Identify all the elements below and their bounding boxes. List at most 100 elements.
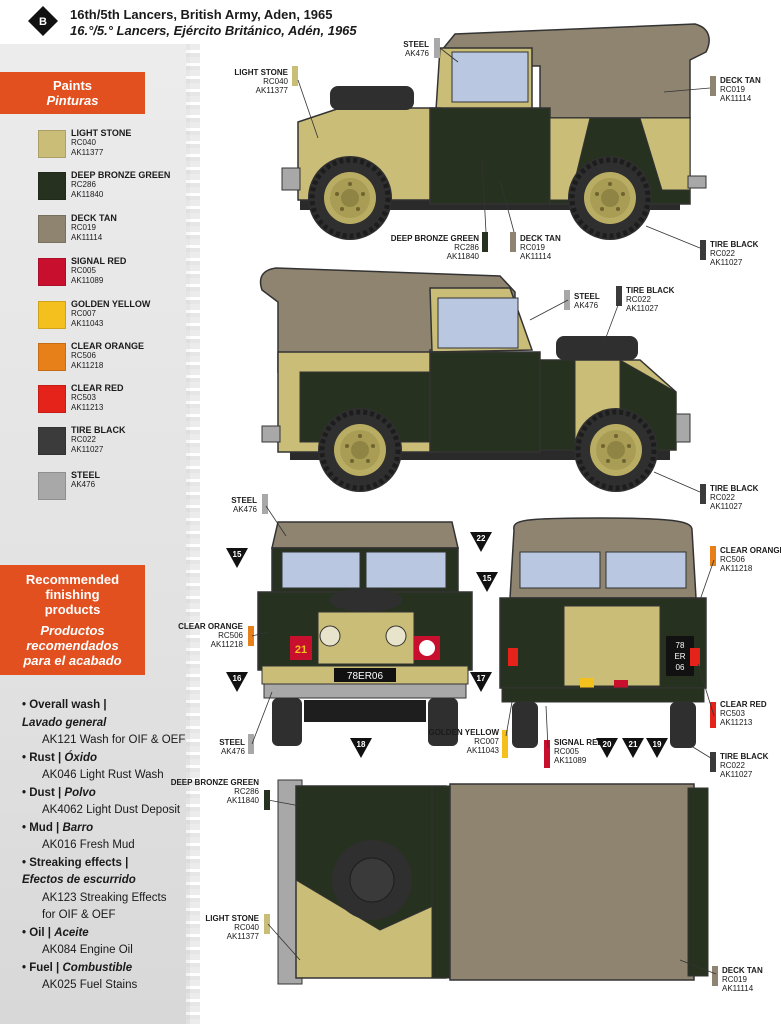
paint-name: CLEAR ORANGE (71, 341, 145, 351)
paint-name: TIRE BLACK (71, 425, 126, 435)
swatch-signal-red (544, 740, 550, 768)
top-view (277, 779, 709, 985)
finishing-category: • Oil | Aceite (22, 926, 89, 939)
decal-number: 15 (232, 550, 242, 559)
paint-swatch (38, 130, 66, 158)
paint-name: DECK TAN (71, 213, 117, 223)
paint-code-ak: AK11027 (71, 445, 104, 454)
side-view-right (259, 267, 691, 492)
finishing-product: AK025 Fuel Stains (42, 979, 138, 991)
rear-plate-3: 06 (676, 663, 685, 672)
paint-swatch (38, 472, 66, 500)
decal-number-marker: 16 (226, 672, 248, 692)
finishing-product: AK046 Light Rust Wash (42, 769, 164, 781)
decal-number: 18 (356, 740, 366, 749)
side-view-left (281, 23, 710, 240)
finishing-product: AK123 Streaking Effects (42, 891, 167, 904)
decal-number-marker: 17 (470, 672, 492, 692)
decal-number-marker: 20 (596, 738, 618, 758)
finishing-product: AK084 Engine Oil (42, 944, 133, 956)
paint-name: SIGNAL RED (71, 256, 127, 266)
paint-name: DEEP BRONZE GREEN (71, 170, 171, 180)
paint-code-rc: RC022 (71, 435, 96, 444)
swatch-light-stone-2 (264, 914, 270, 934)
paint-code-rc: RC019 (71, 223, 96, 232)
swatch-golden-yellow (502, 730, 508, 758)
paint-code-rc: RC286 (71, 180, 96, 189)
paint-name: STEEL (71, 470, 101, 480)
page-title: 16th/5th Lancers, British Army, Aden, 19… (70, 7, 333, 22)
rear-plate-2: ER (674, 652, 685, 661)
paint-swatch (38, 427, 66, 455)
decal-number-marker: 21 (622, 738, 644, 758)
paint-code-ak: AK11840 (71, 190, 104, 199)
paints-banner: Paints Pinturas (0, 72, 145, 114)
decal-number-marker: 15 (476, 572, 498, 592)
paint-code-rc: RC506 (71, 351, 96, 360)
decal-number: 22 (476, 534, 486, 543)
decal-number: 16 (232, 674, 242, 683)
finishing-banner: Recommended finishing products Productos… (0, 565, 145, 675)
swatch-deck-tan-1 (710, 76, 716, 96)
paint-code-ak: AK11089 (71, 276, 104, 285)
finishing-category: • Dust | Polvo (22, 786, 96, 799)
swatch-deck-tan-3 (712, 966, 718, 986)
finishing-category: • Rust | Óxido (22, 751, 97, 764)
front-tactical-number: 21 (295, 644, 307, 656)
diamond-b-badge: B (28, 6, 58, 36)
decal-number: 20 (602, 740, 612, 749)
swatch-tire-black-1 (700, 240, 706, 260)
swatch-deep-bronze-green-2 (264, 790, 270, 810)
swatch-clear-orange-1 (248, 626, 254, 646)
decal-number-marker: 22 (470, 532, 492, 552)
swatch-tire-black-3 (700, 484, 706, 504)
badge-letter: B (39, 16, 47, 28)
paint-swatch (38, 215, 66, 243)
swatch-clear-red (710, 702, 716, 728)
rear-plate-1: 78 (676, 641, 685, 650)
paint-code-rc: RC005 (71, 266, 96, 275)
swatch-tire-black-4 (710, 752, 716, 772)
paint-name: LIGHT STONE (71, 128, 132, 138)
page-subtitle: 16.°/5.° Lancers, Ejército Británico, Ad… (70, 23, 357, 38)
decal-number-marker: 15 (226, 548, 248, 568)
decal-number: 15 (482, 574, 492, 583)
finishing-product: AK121 Wash for OIF & OEF (42, 734, 186, 746)
paint-code-rc: AK476 (71, 480, 96, 489)
finishing-product: AK016 Fresh Mud (42, 839, 135, 851)
finishing-product: for OIF & OEF (42, 909, 116, 921)
paint-code-ak: AK11043 (71, 319, 104, 328)
paint-code-ak: AK11114 (71, 233, 103, 242)
front-plate: 78ER06 (347, 671, 384, 682)
swatch-deck-tan-2 (510, 232, 516, 252)
decal-number: 19 (652, 740, 662, 749)
sidebar-panel (0, 44, 200, 1024)
paint-code-ak: AK11377 (71, 148, 104, 157)
finishing-category: • Streaking effects | (22, 856, 129, 869)
swatch-steel-2 (564, 290, 570, 310)
front-view: 21 78ER06 (257, 521, 473, 746)
swatch-clear-orange-2 (710, 546, 716, 566)
paint-code-rc: RC040 (71, 138, 96, 147)
paint-swatch (38, 343, 66, 371)
swatch-steel-4 (248, 734, 254, 754)
